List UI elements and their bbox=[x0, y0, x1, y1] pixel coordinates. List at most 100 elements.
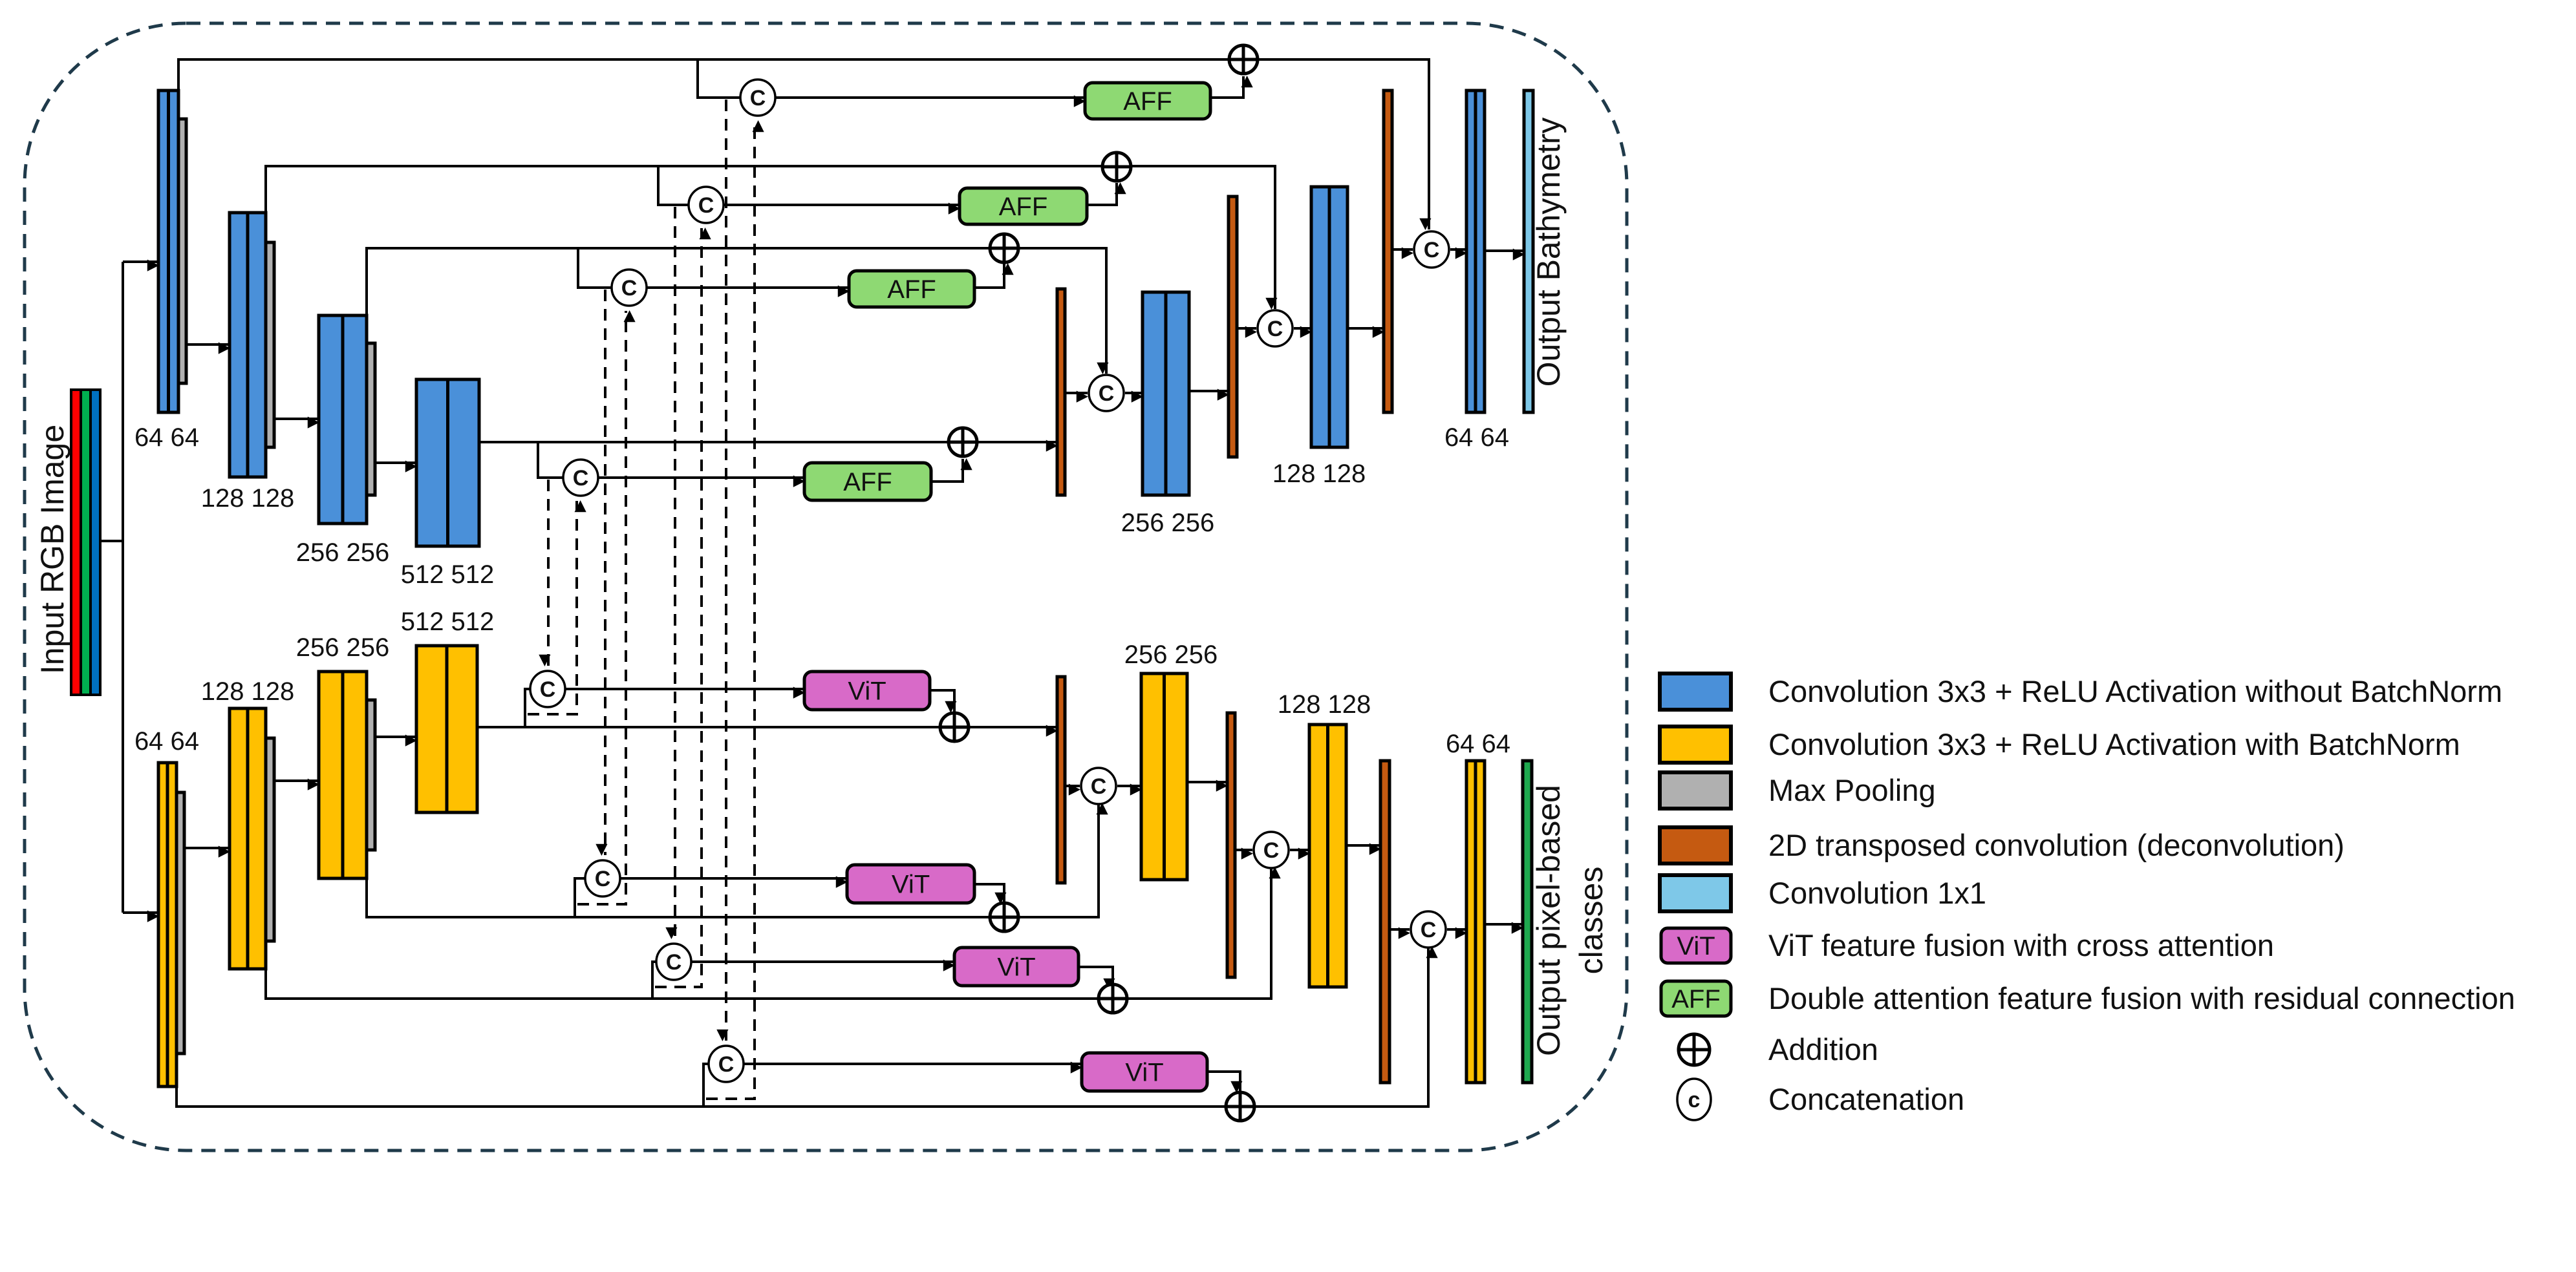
top-encoder-block-3 bbox=[317, 313, 369, 525]
cross-link-up-4 bbox=[528, 500, 586, 716]
legend-item-deconv: 2D transposed convolution (deconvolution… bbox=[1658, 825, 2345, 865]
aff-badge: AFF bbox=[1671, 985, 1721, 1013]
concat-circle bbox=[529, 670, 566, 708]
aff-block-4-label: AFF bbox=[843, 468, 892, 496]
bottom-addition-2 bbox=[1097, 982, 1129, 1015]
concat-label: C bbox=[540, 677, 556, 702]
bottom-encoder-block-3 bbox=[317, 670, 369, 880]
legend-item-max-pool: Max Pooling bbox=[1658, 770, 1936, 811]
bottom-decoder-block-256 bbox=[1139, 672, 1189, 882]
concat-circle bbox=[1413, 230, 1450, 269]
top-deconv-2 bbox=[1227, 195, 1239, 459]
top-skip-1-branch bbox=[696, 59, 740, 99]
bottom-encoder-channels-1: 64 64 bbox=[134, 727, 199, 756]
legend-item-addition: Addition bbox=[1677, 1032, 1878, 1067]
bottom-encoder-block-4 bbox=[414, 644, 479, 814]
vit-block-2-box bbox=[952, 946, 1080, 988]
top-skip-3-branch bbox=[577, 248, 612, 289]
bottom-decoder-channels-2: 128 128 bbox=[1278, 690, 1371, 719]
vit-block-3-box bbox=[845, 863, 976, 905]
vit-block-2-label: ViT bbox=[997, 953, 1035, 982]
top-aff4-to-add bbox=[931, 458, 972, 483]
top-addition-4 bbox=[947, 426, 979, 458]
legend-label: 2D transposed convolution (deconvolution… bbox=[1768, 828, 2345, 862]
bottom-decoder-channels-1: 256 256 bbox=[1124, 641, 1218, 669]
bottom-decoder-block-64 bbox=[1465, 759, 1487, 1085]
top-aff3-to-add bbox=[974, 263, 1014, 289]
model-boundary-dashed bbox=[23, 21, 1629, 1152]
top-bottleneck-branch bbox=[537, 442, 563, 479]
conv-bn-swatch-icon bbox=[1658, 725, 1733, 765]
concat-label: C bbox=[1099, 381, 1115, 406]
bottom-concat-1: C bbox=[707, 1044, 745, 1083]
bot-bottleneck-branch bbox=[524, 688, 530, 727]
top-decoder-block-256 bbox=[1141, 290, 1191, 497]
vit-block-4: ViT bbox=[802, 670, 932, 712]
red-channel bbox=[70, 388, 82, 696]
concat-circle bbox=[1080, 767, 1117, 805]
bottom-encoder-channels-4: 512 512 bbox=[401, 608, 495, 636]
vit-block-1-box bbox=[1080, 1051, 1209, 1093]
bottom-addition-4 bbox=[938, 711, 971, 743]
bottom-concat-4: C bbox=[529, 670, 566, 708]
concat-label: C bbox=[1091, 774, 1107, 799]
top-maxpool-2 bbox=[264, 240, 276, 449]
top-skip-2-branch bbox=[657, 166, 689, 206]
bottom-decoder-concat-3: C bbox=[1410, 910, 1447, 949]
concat-label: C bbox=[1263, 838, 1280, 863]
cross-link-up-2 bbox=[655, 228, 711, 988]
aff-block-3-box bbox=[847, 269, 976, 309]
aff-block-4-box bbox=[802, 461, 933, 502]
aff-block-1: AFF bbox=[1083, 81, 1212, 121]
bottom-deconv-2 bbox=[1225, 711, 1237, 979]
vit-block-2: ViT bbox=[952, 946, 1080, 988]
legend-label: Convolution 3x3 + ReLU Activation withou… bbox=[1768, 674, 2502, 708]
bottom-encoder-channels-2: 128 128 bbox=[201, 677, 295, 706]
bottom-addition-3 bbox=[988, 901, 1020, 933]
aff-block-2-label: AFF bbox=[999, 193, 1048, 221]
top-concat-4: C bbox=[562, 458, 599, 497]
top-skip-1 bbox=[177, 58, 1432, 230]
top-decoder-channels-2: 128 128 bbox=[1272, 460, 1366, 488]
concat-label: C bbox=[718, 1052, 735, 1077]
legend-label: Max Pooling bbox=[1768, 773, 1936, 807]
top-maxpool-3 bbox=[365, 341, 377, 497]
bottom-decoder-block-128 bbox=[1307, 723, 1348, 989]
concat-circle bbox=[1252, 831, 1290, 869]
bot-skip-3-branch bbox=[574, 877, 585, 917]
top-encoder-block-1 bbox=[156, 89, 180, 414]
bot-skip-1-branch bbox=[702, 1063, 709, 1107]
classes-output bbox=[1521, 759, 1534, 1085]
conv1x1-output bbox=[1522, 89, 1535, 414]
top-decoder-concat-1: C bbox=[1088, 374, 1125, 412]
bottom-decoder-concat-1: C bbox=[1080, 767, 1117, 805]
concat-circle bbox=[1088, 374, 1125, 412]
top-addition-2 bbox=[1100, 151, 1133, 183]
bottom-maxpool-3 bbox=[365, 698, 377, 852]
top-maxpool-1 bbox=[177, 117, 188, 385]
bottom-deconv-1 bbox=[1055, 675, 1067, 885]
conv1x1-swatch-icon bbox=[1658, 873, 1733, 913]
bot-skip-1 bbox=[175, 946, 1438, 1108]
bottom-maxpool-2 bbox=[264, 736, 276, 943]
top-decoder-channels-1: 256 256 bbox=[1121, 509, 1215, 537]
aff-block-3: AFF bbox=[847, 269, 976, 309]
top-encoder-block-2 bbox=[228, 211, 268, 479]
bot-skip-2-branch bbox=[651, 960, 656, 999]
top-concat-2: C bbox=[687, 186, 725, 224]
aff-block-1-label: AFF bbox=[1123, 87, 1172, 116]
top-aff1-to-add bbox=[1210, 76, 1253, 99]
aff-block-2: AFF bbox=[958, 186, 1089, 226]
aff-block-3-label: AFF bbox=[887, 275, 936, 304]
blue-channel bbox=[89, 388, 102, 696]
conv-no-bn-swatch-icon bbox=[1658, 672, 1733, 712]
output-classes-label-line1: Output pixel-based bbox=[1530, 785, 1567, 1056]
top-deconv-3 bbox=[1382, 89, 1394, 414]
concat-circle bbox=[1256, 309, 1294, 348]
top-concat-1: C bbox=[739, 78, 777, 117]
concat-circle bbox=[1410, 910, 1447, 949]
